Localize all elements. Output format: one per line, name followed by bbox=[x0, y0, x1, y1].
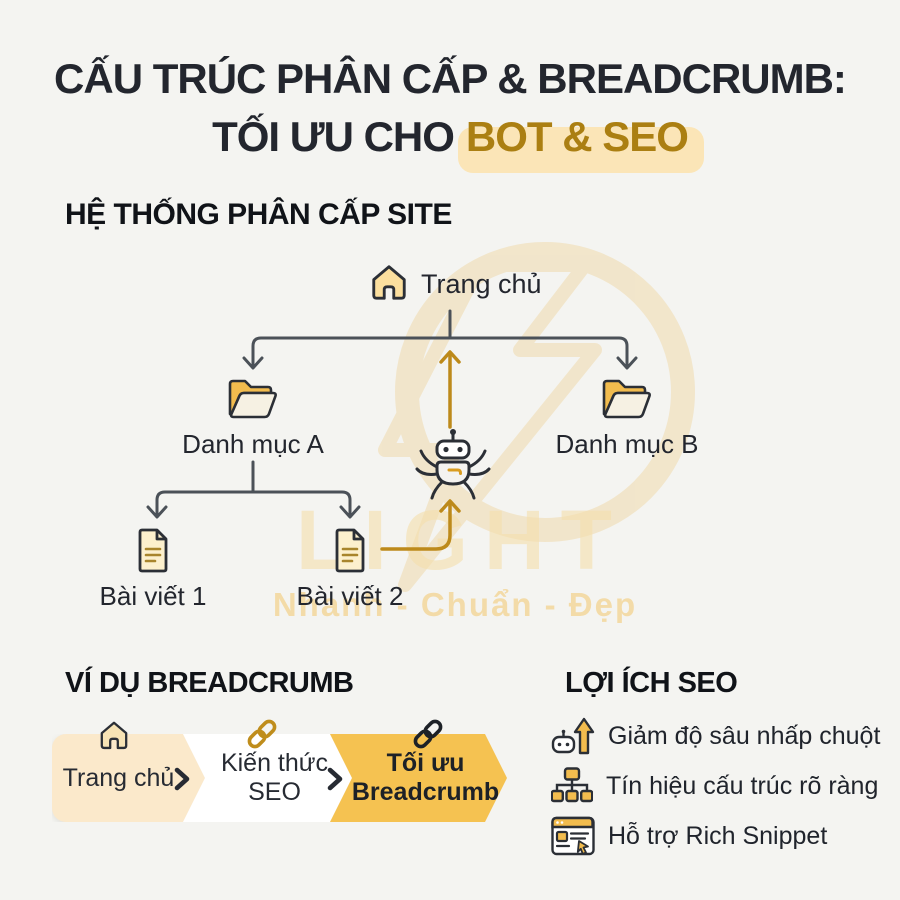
hierarchy-section-heading: HỆ THỐNG PHÂN CẤP SITE bbox=[65, 198, 452, 231]
benefit-item-rich-snippet: Hỗ trợ Rich Snippet bbox=[551, 811, 880, 861]
home-icon bbox=[100, 721, 128, 750]
robot-click-depth-icon bbox=[551, 717, 595, 755]
chevron-right-icon bbox=[327, 767, 343, 791]
sitemap-icon bbox=[551, 767, 593, 803]
tree-node-post-2-label: Bài viết 2 bbox=[296, 581, 404, 611]
home-icon bbox=[372, 265, 406, 300]
crawler-bot-icon bbox=[415, 429, 491, 500]
benefit-item-structure-signal: Tín hiệu cấu trúc rõ ràng bbox=[551, 761, 880, 811]
benefits-section-heading: LỢI ÍCH SEO bbox=[565, 667, 738, 699]
benefit-label: Giảm độ sâu nhấp chuột bbox=[608, 721, 881, 750]
breadcrumb-item-current: Tối ưu Breadcrumb bbox=[330, 734, 507, 822]
document-icon bbox=[138, 528, 168, 573]
benefit-label: Tín hiệu cấu trúc rõ ràng bbox=[606, 771, 879, 800]
page-title-line1: CẤU TRÚC PHÂN CẤP & BREADCRUMB: bbox=[54, 55, 847, 102]
rich-snippet-icon bbox=[551, 816, 595, 856]
page-title-highlight: BOT & SEO bbox=[457, 110, 704, 173]
benefit-label: Hỗ trợ Rich Snippet bbox=[608, 821, 828, 850]
link-icon bbox=[247, 719, 277, 749]
page-title-line2: TỐI ƯU CHO BOT & SEO bbox=[0, 110, 900, 173]
page-title: CẤU TRÚC PHÂN CẤP & BREADCRUMB: TỐI ƯU C… bbox=[0, 52, 900, 173]
folder-icon bbox=[228, 379, 277, 419]
breadcrumb-section-heading: VÍ DỤ BREADCRUMB bbox=[65, 667, 354, 699]
breadcrumb-bar: Trang chủ Kiến thức SEO Tối ưu Breadcrum… bbox=[52, 734, 507, 822]
link-icon bbox=[413, 719, 443, 749]
watermark-tagline: Nhanh - Chuẩn - Đẹp bbox=[272, 586, 638, 623]
breadcrumb-item-knowledge: Kiến thức SEO bbox=[183, 734, 352, 822]
folder-icon bbox=[602, 379, 651, 419]
tree-node-category-b-label: Danh mục B bbox=[555, 429, 699, 459]
tree-node-post-1-label: Bài viết 1 bbox=[99, 581, 207, 611]
benefits-list: Giảm độ sâu nhấp chuột Tín hiệu cấu trúc… bbox=[551, 711, 880, 861]
chevron-right-icon bbox=[174, 767, 190, 791]
page-title-line2-prefix: TỐI ƯU CHO bbox=[212, 113, 455, 160]
tree-node-category-a-label: Danh mục A bbox=[182, 429, 324, 459]
document-icon bbox=[335, 528, 365, 573]
tree-node-home-label: Trang chủ bbox=[421, 269, 542, 299]
benefit-item-click-depth: Giảm độ sâu nhấp chuột bbox=[551, 711, 880, 761]
breadcrumb-item-home: Trang chủ bbox=[52, 734, 205, 822]
